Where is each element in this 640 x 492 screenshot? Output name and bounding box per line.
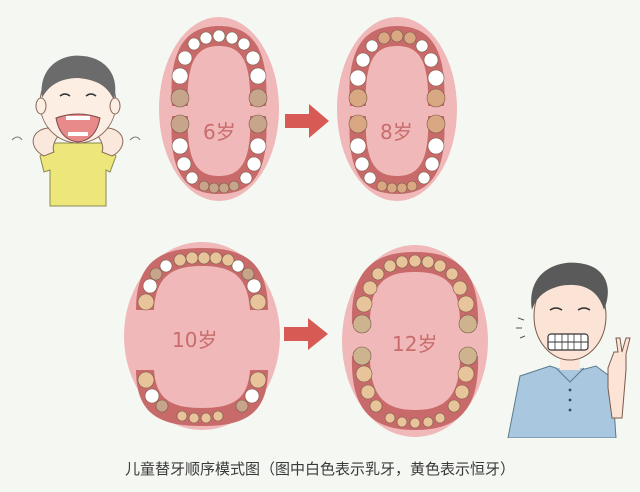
age-label-12: 12岁 xyxy=(392,332,438,356)
child-v-sign-illustration xyxy=(507,262,631,438)
diagram-caption: 儿童替牙顺序模式图（图中白色表示乳牙，黄色表示恒牙） xyxy=(124,460,515,478)
arrow-right-icon xyxy=(284,318,328,350)
age-label-10: 10岁 xyxy=(172,328,218,352)
child-stretching-mouth-illustration xyxy=(11,55,141,207)
age-label-8: 8岁 xyxy=(380,120,413,144)
mouth-diagram-8-years xyxy=(337,17,457,201)
age-label-6: 6岁 xyxy=(203,120,236,144)
arrow-right-icon xyxy=(285,104,329,138)
mouth-diagram-10-years xyxy=(124,242,280,430)
mouth-diagram-6-years xyxy=(159,17,279,201)
mouth-diagram-12-years xyxy=(342,245,488,437)
